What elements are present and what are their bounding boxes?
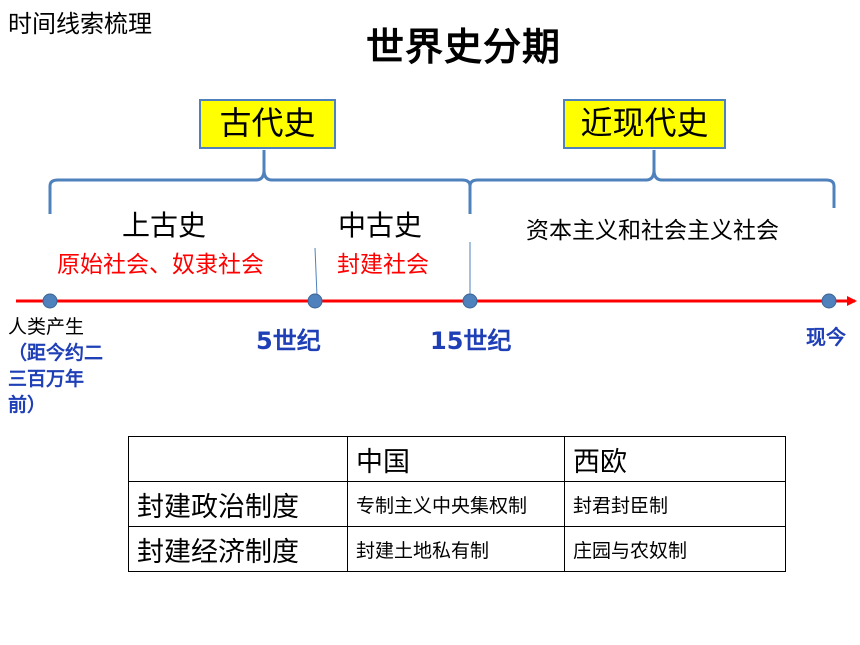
timeline-point-15c <box>462 293 478 309</box>
cell-china-economic: 封建土地私有制 <box>347 526 565 572</box>
timeline-point-origin <box>42 293 58 309</box>
cell-china-political: 专制主义中央集权制 <box>347 481 565 527</box>
origin-text: 人类产生 <box>8 316 85 338</box>
table-header-cell <box>128 436 348 482</box>
timeline-origin-label: 人类产生 （距今约二三百万年前） <box>8 314 108 418</box>
timeline-label-5c: 5世纪 <box>256 327 321 355</box>
period-upper-society: 原始社会、奴隶社会 <box>57 252 264 278</box>
divider-5c <box>314 247 318 297</box>
cell-west-political: 封君封臣制 <box>564 481 786 527</box>
period-middle-label: 中古史 <box>338 209 423 242</box>
period-modern-society: 资本主义和社会主义社会 <box>526 218 779 244</box>
comparison-table: 中国 西欧 封建政治制度 专制主义中央集权制 封君封臣制 封建经济制度 封建土地… <box>128 436 786 572</box>
timeline-label-15c: 15世纪 <box>430 327 512 355</box>
table-row: 封建政治制度 专制主义中央集权制 封君封臣制 <box>128 481 786 527</box>
table-header-china: 中国 <box>347 436 565 482</box>
timeline-point-present <box>821 293 837 309</box>
timeline-point-5c <box>307 293 323 309</box>
page-title: 世界史分期 <box>366 25 562 69</box>
period-middle-society: 封建社会 <box>337 252 429 278</box>
table-header-row: 中国 西欧 <box>128 436 786 482</box>
table-header-west: 西欧 <box>564 436 786 482</box>
era-ancient-box: 古代史 <box>199 99 336 149</box>
table-row: 封建经济制度 封建土地私有制 庄园与农奴制 <box>128 526 786 572</box>
modern-bracket <box>468 150 836 214</box>
row-label-economic: 封建经济制度 <box>128 526 348 572</box>
timeline-present-label: 现今 <box>806 325 846 349</box>
row-label-political: 封建政治制度 <box>128 481 348 527</box>
era-modern-box: 近现代史 <box>563 99 726 149</box>
period-upper-label: 上古史 <box>122 209 207 242</box>
cell-west-economic: 庄园与农奴制 <box>564 526 786 572</box>
corner-title: 时间线索梳理 <box>8 10 152 38</box>
ancient-bracket <box>48 150 472 214</box>
origin-note: （距今约二三百万年前） <box>8 342 104 416</box>
